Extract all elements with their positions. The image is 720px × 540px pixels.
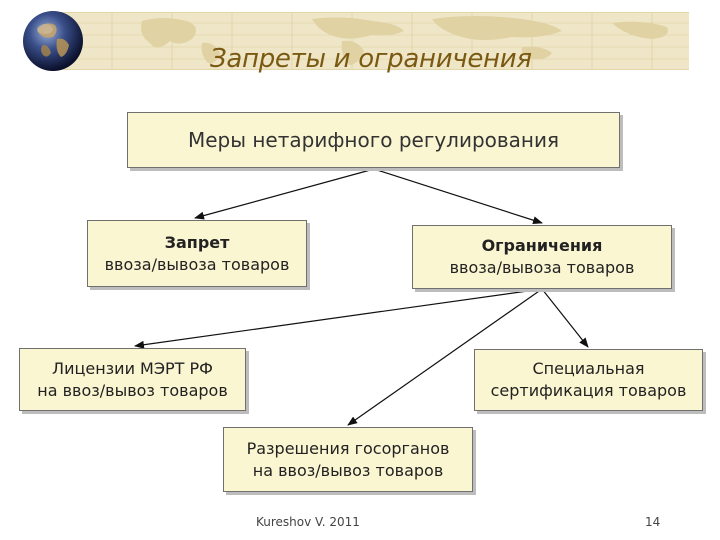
world-map-banner: [52, 12, 689, 70]
prohibition-subtitle: ввоза/вывоза товаров: [104, 254, 290, 274]
main-measures-box: Меры нетарифного регулирования: [127, 112, 620, 168]
slide-title: Запреты и ограничения: [210, 44, 532, 74]
prohibition-title: Запрет: [164, 232, 230, 252]
restrictions-subtitle: ввоза/вывоза товаров: [449, 258, 635, 277]
licenses-box: Лицензии МЭРТ РФ на ввоз/вывоз товаров: [19, 348, 246, 411]
page-number: 14: [645, 515, 661, 529]
certification-box: Специальная сертификация товаров: [474, 349, 703, 411]
arrow-main-to-zapret: [194, 168, 375, 220]
licenses-line1: Лицензии МЭРТ РФ: [52, 358, 213, 378]
permits-line2: на ввоз/вывоз товаров: [252, 460, 444, 480]
certification-line1: Специальная: [532, 359, 645, 378]
arrow-ogran-to-licenz: [134, 288, 543, 349]
restrictions-box: Ограничения ввоза/вывоза товаров: [412, 225, 672, 289]
main-measures-label: Меры нетарифного регулирования: [187, 128, 560, 152]
permits-box: Разрешения госорганов на ввоз/вывоз това…: [223, 427, 473, 492]
permits-line1: Разрешения госорганов: [246, 438, 450, 458]
licenses-line2: на ввоз/вывоз товаров: [37, 380, 228, 400]
arrow-main-to-ogran: [373, 168, 543, 225]
prohibition-box: Запрет ввоза/вывоза товаров: [87, 220, 307, 287]
globe-icon: [21, 9, 85, 73]
restrictions-title: Ограничения: [481, 236, 603, 255]
arrow-ogran-to-spec: [541, 288, 589, 348]
certification-line2: сертификация товаров: [490, 381, 687, 400]
footer-author: Kureshov V. 2011: [256, 515, 360, 529]
